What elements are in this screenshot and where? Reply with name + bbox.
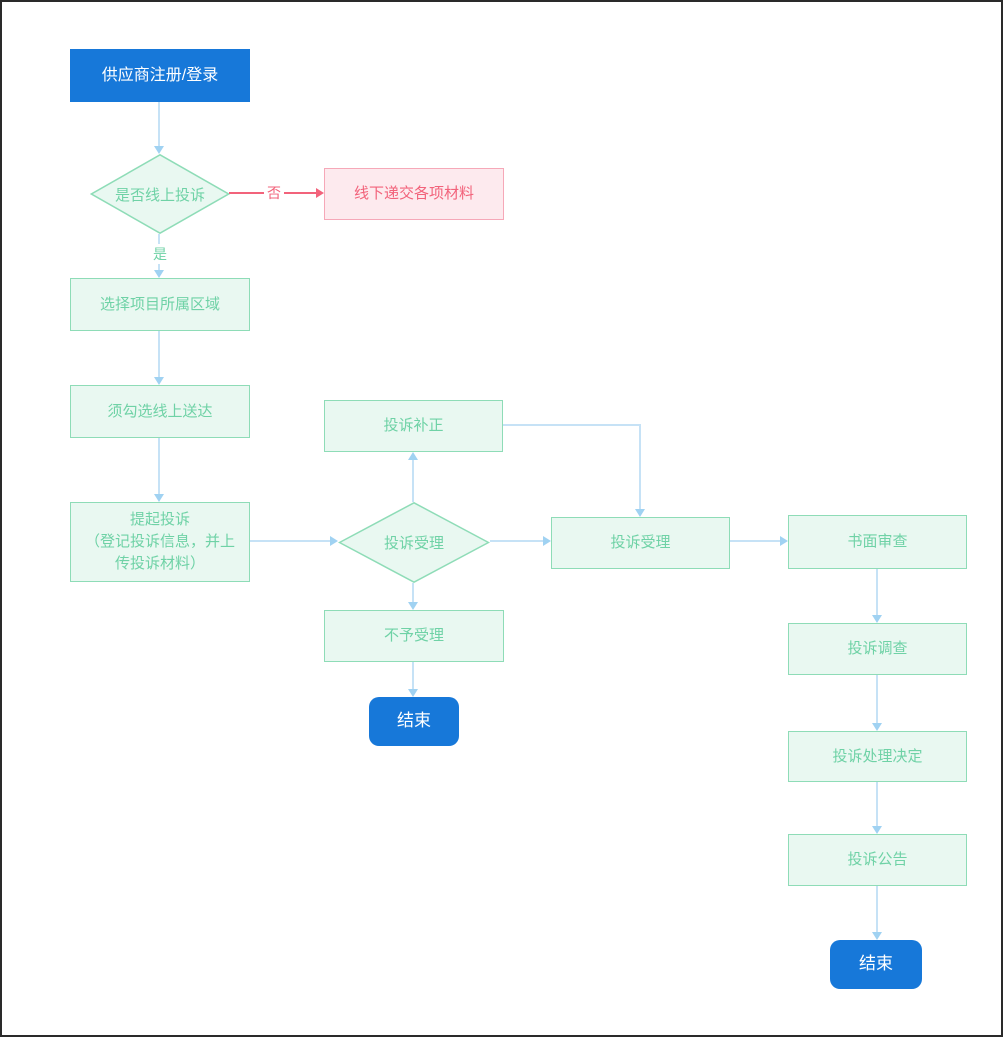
- node-offline-submit: 线下递交各项材料: [324, 168, 504, 220]
- arrow-decision2-to-accept-head-icon: [543, 536, 551, 546]
- arrow-decision2-to-reject-line: [412, 583, 414, 602]
- node-decision-online: 是否线上投诉: [90, 154, 230, 234]
- arrow-select-to-check-head-icon: [154, 377, 164, 385]
- arrow-investigation-to-notice-line: [876, 675, 878, 723]
- node-correction: 投诉补正: [324, 400, 503, 452]
- node-select-region: 选择项目所属区域: [70, 278, 250, 331]
- arrow-reject-to-end-line: [412, 662, 414, 689]
- arrow-announcement-to-end-head-icon: [872, 932, 882, 940]
- node-check-online-delivery: 须勾选线上送达: [70, 385, 250, 438]
- arrow-decision2-to-correction-head-icon: [408, 452, 418, 460]
- node-announcement: 投诉公告: [788, 834, 967, 886]
- arrow-reject-to-end-head-icon: [408, 689, 418, 697]
- arrow-start-to-decision-line: [158, 102, 160, 146]
- arrow-decision2-to-reject-head-icon: [408, 602, 418, 610]
- node-start-label: 供应商注册/登录: [101, 66, 219, 84]
- diamond-shape: [90, 154, 230, 234]
- node-select-region-label: 选择项目所属区域: [99, 295, 220, 313]
- edge-label-yes: 是: [150, 244, 170, 264]
- arrow-yes-head-icon: [154, 270, 164, 278]
- arrow-review-to-investigation-line: [876, 569, 878, 615]
- arrow-check-to-file-line: [158, 438, 160, 494]
- arrow-correction-to-accept-hline: [503, 424, 641, 426]
- arrow-file-to-decision2-line: [250, 540, 330, 542]
- arrow-accept-to-review-line: [730, 540, 780, 542]
- node-file-complaint: 提起投诉 （登记投诉信息，并上 传投诉材料）: [70, 502, 250, 582]
- node-written-review-label: 书面审查: [847, 533, 908, 551]
- node-investigation: 投诉调查: [788, 623, 967, 675]
- arrow-announcement-to-end-line: [876, 886, 878, 932]
- arrow-investigation-to-notice-head-icon: [872, 723, 882, 731]
- node-accept-label: 投诉受理: [610, 534, 671, 552]
- arrow-select-to-check-line: [158, 331, 160, 377]
- node-offline-submit-label: 线下递交各项材料: [353, 185, 474, 203]
- node-decision-notice: 投诉处理决定: [788, 731, 967, 782]
- arrow-notice-to-announcement-line: [876, 782, 878, 826]
- node-correction-label: 投诉补正: [383, 417, 444, 435]
- node-decision-notice-label: 投诉处理决定: [832, 747, 923, 765]
- edge-label-no: 否: [264, 183, 284, 203]
- node-file-complaint-label: 提起投诉 （登记投诉信息，并上 传投诉材料）: [84, 511, 235, 572]
- arrow-file-to-decision2-head-icon: [330, 536, 338, 546]
- node-decision-online-label: 是否线上投诉: [114, 186, 205, 204]
- arrow-correction-to-accept-vline: [639, 424, 641, 509]
- arrow-correction-to-accept-head-icon: [635, 509, 645, 517]
- node-written-review: 书面审查: [788, 515, 967, 569]
- node-accept: 投诉受理: [551, 517, 730, 569]
- node-decision-accept: 投诉受理: [338, 502, 490, 583]
- node-end-middle: 结束: [369, 697, 459, 746]
- arrow-check-to-file-head-icon: [154, 494, 164, 502]
- node-announcement-label: 投诉公告: [847, 851, 908, 869]
- node-end-right: 结束: [830, 940, 922, 989]
- node-end-middle-label: 结束: [397, 711, 431, 731]
- node-reject: 不予受理: [324, 610, 504, 662]
- arrow-decision2-to-correction-line: [412, 460, 414, 502]
- arrow-decision2-to-accept-line: [490, 540, 543, 542]
- node-investigation-label: 投诉调查: [847, 640, 908, 658]
- arrow-review-to-investigation-head-icon: [872, 615, 882, 623]
- arrow-no-head-icon: [316, 188, 324, 198]
- diamond-shape: [338, 502, 490, 583]
- node-decision-accept-label: 投诉受理: [383, 535, 444, 552]
- node-start: 供应商注册/登录: [70, 49, 250, 102]
- node-check-online-delivery-label: 须勾选线上送达: [107, 402, 213, 420]
- arrow-notice-to-announcement-head-icon: [872, 826, 882, 834]
- arrow-start-to-decision-head-icon: [154, 146, 164, 154]
- arrow-accept-to-review-head-icon: [780, 536, 788, 546]
- node-end-right-label: 结束: [859, 954, 893, 974]
- node-reject-label: 不予受理: [383, 627, 444, 645]
